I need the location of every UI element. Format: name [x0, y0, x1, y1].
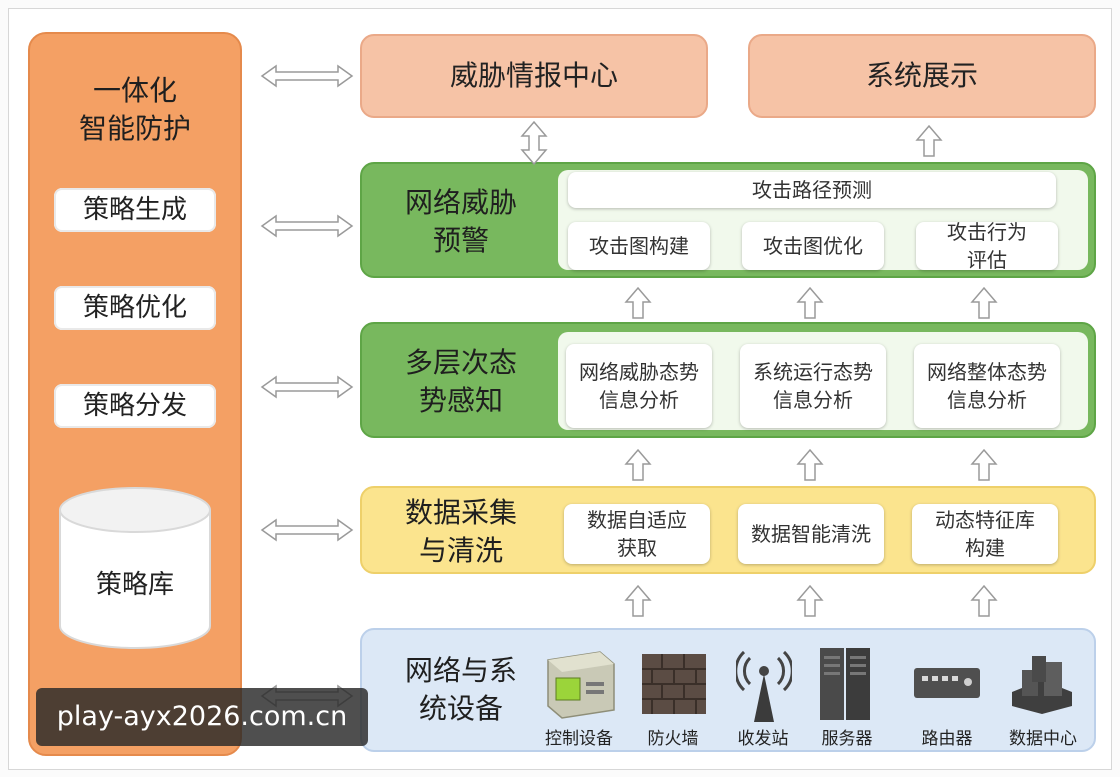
threat-intel-center: 威胁情报中心: [360, 34, 708, 118]
link-arrow-awareness: [261, 376, 353, 398]
firewall-icon: [642, 654, 706, 714]
panel-title-line2: 智能防护: [78, 112, 191, 145]
chip-line2: 构建: [965, 536, 1005, 560]
link-arrow-collection: [261, 519, 353, 541]
up-arrow: [797, 449, 823, 481]
router-icon: [914, 668, 980, 698]
system-display-label: 系统展示: [865, 59, 978, 92]
device-label-0: 控制设备: [545, 729, 613, 749]
chip-line2: 信息分析: [773, 388, 853, 412]
collection-label-line2: 与清洗: [418, 534, 503, 567]
link-arrow-vertical-intel: [520, 120, 548, 166]
device-label-2: 收发站: [737, 729, 789, 749]
device-label-5: 数据中心: [1009, 729, 1077, 749]
device-label-1: 防火墙: [647, 729, 699, 749]
collection-label-line1: 数据采集: [404, 496, 517, 529]
attack-path-predict: 攻击路径预测: [568, 172, 1056, 208]
device-label-4: 路由器: [921, 729, 973, 749]
up-arrow: [625, 585, 651, 617]
up-arrow: [797, 287, 823, 319]
collection-chip-2: 动态特征库构建: [912, 504, 1058, 564]
up-arrow: [971, 585, 997, 617]
awareness-chip-2: 网络整体态势信息分析: [914, 344, 1060, 428]
collection-chip-1: 数据智能清洗: [738, 504, 884, 564]
database-cylinder-icon: [59, 487, 211, 649]
chip-line1: 攻击行为: [947, 220, 1027, 244]
chip-line2: 信息分析: [599, 388, 679, 412]
chip-line2: 信息分析: [947, 388, 1027, 412]
database-label: 策略库: [95, 570, 174, 600]
transceiver-station-icon: [736, 650, 792, 722]
chip-line1: 动态特征库: [935, 508, 1035, 532]
strategy-optimize: 策略优化: [54, 286, 216, 330]
awareness-label: 多层次态 势感知: [376, 344, 546, 420]
up-arrow-display: [916, 125, 942, 157]
watermark: play-ayx2026.com.cn: [36, 688, 368, 746]
up-arrow: [971, 449, 997, 481]
warning-label-line1: 网络威胁: [404, 186, 517, 219]
warning-chip-0: 攻击图构建: [568, 222, 710, 270]
chip-line1: 网络整体态势: [927, 360, 1047, 384]
system-display: 系统展示: [748, 34, 1096, 118]
warning-chip-2: 攻击行为评估: [916, 220, 1058, 272]
network-system-devices: 网络与系 统设备 控制设备 防火墙 收发站: [360, 628, 1096, 752]
data-center-icon: [1012, 656, 1072, 714]
device-label-3: 服务器: [821, 729, 873, 749]
threat-intel-center-label: 威胁情报中心: [449, 59, 618, 92]
chip-line1: 数据智能清洗: [751, 522, 871, 546]
chip-line1: 数据自适应: [587, 508, 687, 532]
warning-label: 网络威胁 预警: [376, 184, 546, 260]
strategy-distribute: 策略分发: [54, 384, 216, 428]
link-arrow-intel: [261, 65, 353, 87]
collection-label: 数据采集 与清洗: [376, 494, 546, 570]
up-arrow: [625, 449, 651, 481]
network-threat-warning: 网络威胁 预警 攻击路径预测 攻击图构建 攻击图优化 攻击行为评估: [360, 162, 1096, 278]
multi-layer-awareness: 多层次态 势感知 网络威胁态势信息分析 系统运行态势信息分析 网络整体态势信息分…: [360, 322, 1096, 438]
chip-line1: 攻击图优化: [763, 234, 863, 258]
chip-line1: 网络威胁态势: [579, 360, 699, 384]
awareness-chip-1: 系统运行态势信息分析: [740, 344, 886, 428]
devices-label-line1: 网络与系: [404, 654, 517, 687]
control-device-icon: [547, 651, 615, 719]
strategy-database: 策略库: [58, 486, 212, 650]
strategy-generate: 策略生成: [54, 188, 216, 232]
chip-line1: 系统运行态势: [753, 360, 873, 384]
data-collection-cleaning: 数据采集 与清洗 数据自适应获取 数据智能清洗 动态特征库构建: [360, 486, 1096, 574]
devices-label: 网络与系 统设备: [376, 652, 546, 728]
panel-title: 一体化 智能防护: [30, 72, 240, 148]
chip-line2: 评估: [967, 248, 1007, 272]
server-icon: [820, 648, 870, 720]
up-arrow: [625, 287, 651, 319]
up-arrow: [797, 585, 823, 617]
awareness-label-line2: 势感知: [418, 384, 503, 417]
collection-chip-0: 数据自适应获取: [564, 504, 710, 564]
warning-chip-1: 攻击图优化: [742, 222, 884, 270]
chip-line2: 获取: [617, 536, 657, 560]
awareness-chip-0: 网络威胁态势信息分析: [566, 344, 712, 428]
warning-label-line2: 预警: [432, 224, 489, 257]
awareness-label-line1: 多层次态: [404, 346, 517, 379]
link-arrow-warning: [261, 215, 353, 237]
devices-label-line2: 统设备: [418, 692, 503, 725]
panel-title-line1: 一体化: [92, 74, 177, 107]
chip-line1: 攻击图构建: [589, 234, 689, 258]
up-arrow: [971, 287, 997, 319]
